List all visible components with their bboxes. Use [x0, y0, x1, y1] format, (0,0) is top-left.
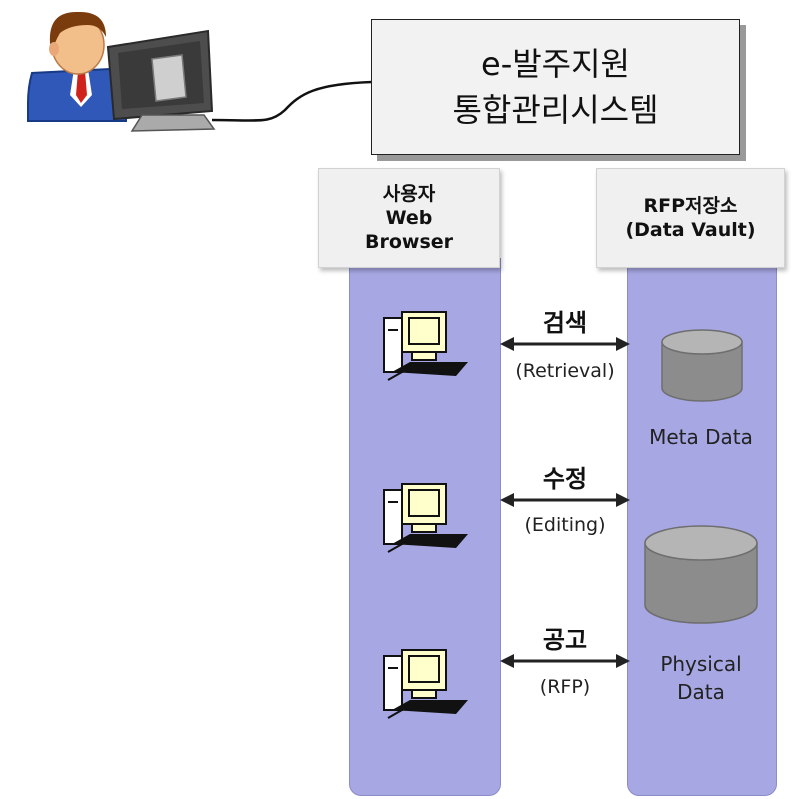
database-icon: [661, 329, 743, 402]
physical-data-label: Physical Data: [626, 650, 776, 706]
physical-data-line2: Data: [677, 680, 725, 704]
computer-icon: [383, 483, 468, 553]
action-editing-sub: (Editing): [524, 514, 606, 536]
action-editing-label: 수정: [542, 465, 588, 493]
rfp-store-header-line2: (Data Vault): [625, 219, 756, 241]
computer-icon: [383, 649, 468, 719]
user-at-computer-icon: [27, 11, 216, 132]
system-title-line1: e-발주지원: [481, 45, 630, 83]
meta-data-label: Meta Data: [649, 425, 753, 449]
user-browser-header-line3: Browser: [364, 231, 454, 253]
rfp-store-header-line1: RFP저장소: [643, 195, 738, 217]
double-arrow-icon: [500, 654, 630, 668]
user-browser-header-line1: 사용자: [382, 183, 436, 205]
action-rfp-sub: (RFP): [539, 676, 591, 698]
user-browser-header-line2: Web: [385, 207, 433, 229]
system-title-line2: 통합관리시스템: [452, 91, 659, 129]
user-browser-header: 사용자 Web Browser: [318, 168, 500, 268]
rfp-store-header: RFP저장소 (Data Vault): [596, 168, 785, 268]
action-rfp-label: 공고: [542, 626, 588, 654]
computer-icon: [383, 311, 468, 381]
double-arrow-icon: [500, 493, 630, 507]
physical-data-line1: Physical: [660, 652, 742, 676]
action-retrieval-label: 검색: [542, 309, 588, 337]
double-arrow-icon: [500, 337, 630, 351]
system-title-box: e-발주지원 통합관리시스템: [371, 19, 740, 155]
action-retrieval-sub: (Retrieval): [515, 360, 615, 382]
database-icon: [644, 525, 758, 624]
